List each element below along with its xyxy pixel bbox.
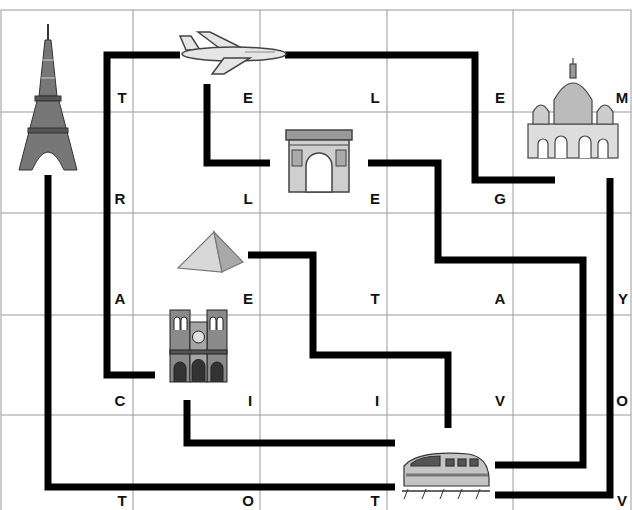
maze-path [48,175,395,487]
grid-letter: E [243,291,253,306]
grid-line [1,213,631,214]
grid-letter: T [117,90,126,105]
maze-path [248,255,448,428]
sacre-coeur-icon [528,58,618,158]
grid-line [133,10,134,510]
airplane-icon [180,32,286,74]
arc-de-triomphe-icon [286,130,352,192]
grid-letter: E [370,191,380,206]
grid-letter: I [248,393,252,408]
grid-letter: V [617,493,627,508]
grid-letter: O [242,493,254,508]
grid-letter: G [494,191,506,206]
grid-border [1,10,631,510]
grid-letter: E [495,90,505,105]
grid-letter: Y [618,291,628,306]
maze-path [107,55,180,375]
grid-letter: L [243,191,252,206]
grid-letter: M [616,90,629,105]
maze-path [207,84,270,163]
grid [1,10,631,510]
grid-letter: O [616,393,628,408]
notre-dame-icon [170,310,227,382]
grid-letter: I [375,393,379,408]
grid-line [387,10,388,510]
grid-letter: L [370,90,379,105]
grid-letter: T [370,291,379,306]
grid-letter: A [495,291,506,306]
grid-line [260,10,261,510]
eiffel-tower-icon [19,24,77,170]
grid-line [1,415,631,416]
maze-path [187,400,395,443]
grid-letter: A [115,291,126,306]
grid-letter: T [370,493,379,508]
maze-path [495,178,610,495]
grid-letter: E [243,90,253,105]
grid-letter: V [495,393,505,408]
maze-path [368,163,583,465]
grid-letter: R [115,191,126,206]
grid-letter: T [117,493,126,508]
tgv-train-icon [402,453,490,499]
maze-paths [48,55,610,495]
pyramid-icon [178,232,243,272]
grid-letter: C [115,393,126,408]
